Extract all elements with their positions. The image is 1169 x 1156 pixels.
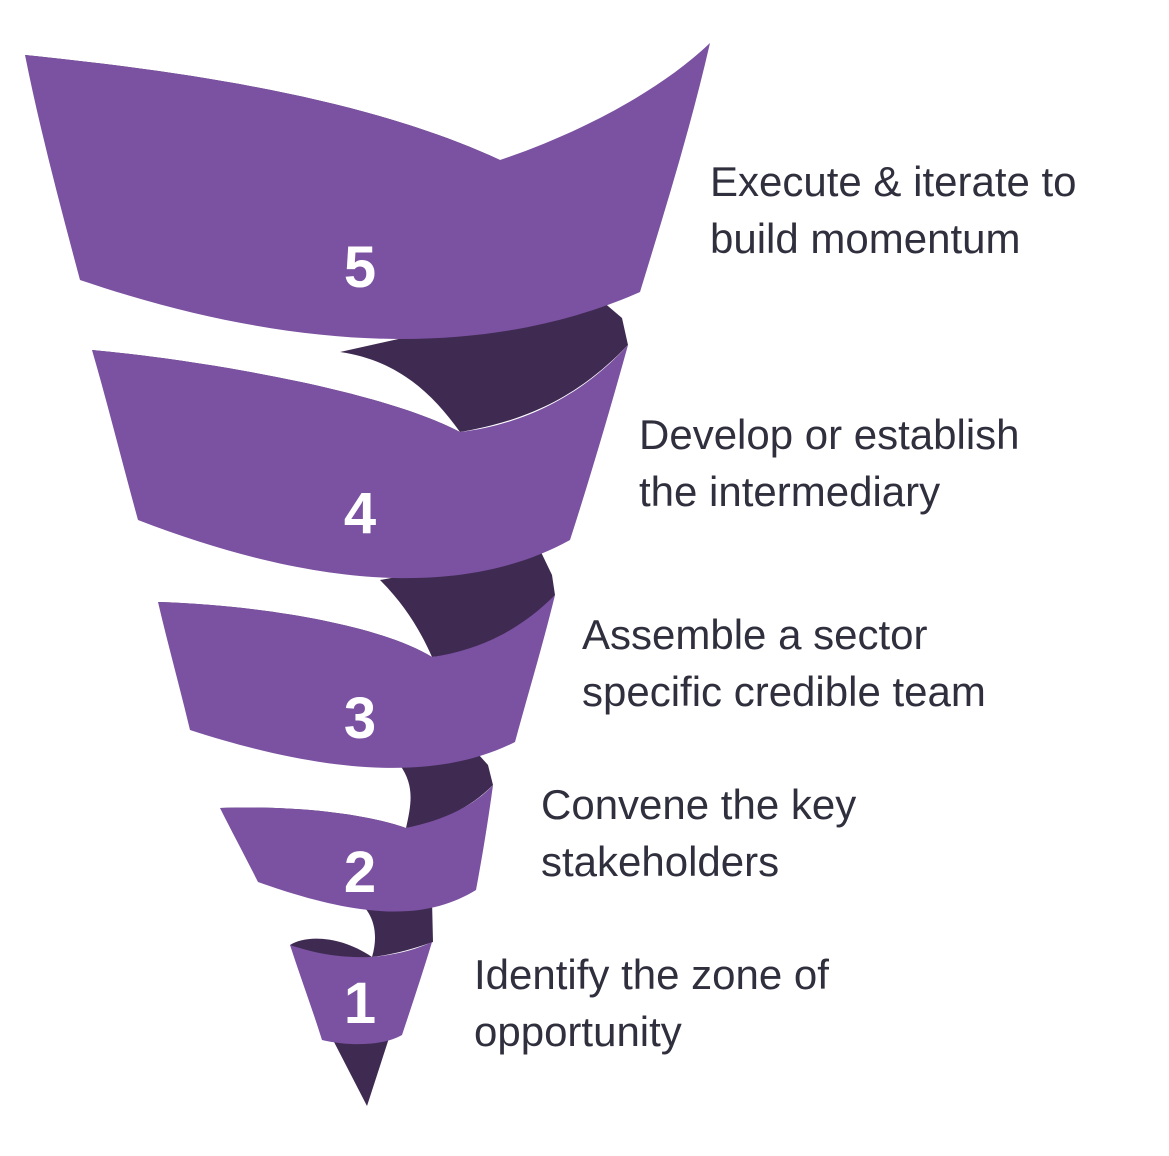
step-4-label: Develop or establish the intermediary bbox=[639, 406, 1020, 520]
funnel-bands bbox=[25, 43, 710, 1045]
step-4-number: 4 bbox=[344, 481, 376, 546]
step-4-label-line2: the intermediary bbox=[639, 468, 941, 515]
step-2-number: 2 bbox=[344, 840, 376, 905]
step-3-number: 3 bbox=[344, 686, 376, 751]
step-2-label-line1: Convene the key bbox=[541, 781, 857, 828]
band-5 bbox=[25, 43, 710, 339]
connector-5-4 bbox=[340, 295, 628, 432]
step-3-label-line1: Assemble a sector bbox=[582, 611, 928, 658]
step-3-label: Assemble a sector specific credible team bbox=[582, 606, 986, 720]
step-1-label: Identify the zone of opportunity bbox=[474, 946, 829, 1060]
step-1-number: 1 bbox=[344, 971, 376, 1036]
band-3 bbox=[158, 595, 555, 768]
step-4-label-line1: Develop or establish bbox=[639, 411, 1020, 458]
band-1 bbox=[290, 942, 432, 1045]
step-5-label-line2: build momentum bbox=[710, 215, 1021, 262]
step-5-number: 5 bbox=[344, 235, 376, 300]
band-2 bbox=[220, 785, 493, 912]
funnel-tip bbox=[333, 1035, 390, 1106]
step-3-label-line2: specific credible team bbox=[582, 668, 986, 715]
step-1-label-line2: opportunity bbox=[474, 1008, 682, 1055]
step-5-label-line1: Execute & iterate to bbox=[710, 158, 1077, 205]
step-1-label-line1: Identify the zone of bbox=[474, 951, 829, 998]
step-2-label: Convene the key stakeholders bbox=[541, 776, 856, 890]
step-2-label-line2: stakeholders bbox=[541, 838, 780, 885]
band-4 bbox=[92, 345, 628, 579]
step-5-label: Execute & iterate to build momentum bbox=[710, 153, 1077, 267]
